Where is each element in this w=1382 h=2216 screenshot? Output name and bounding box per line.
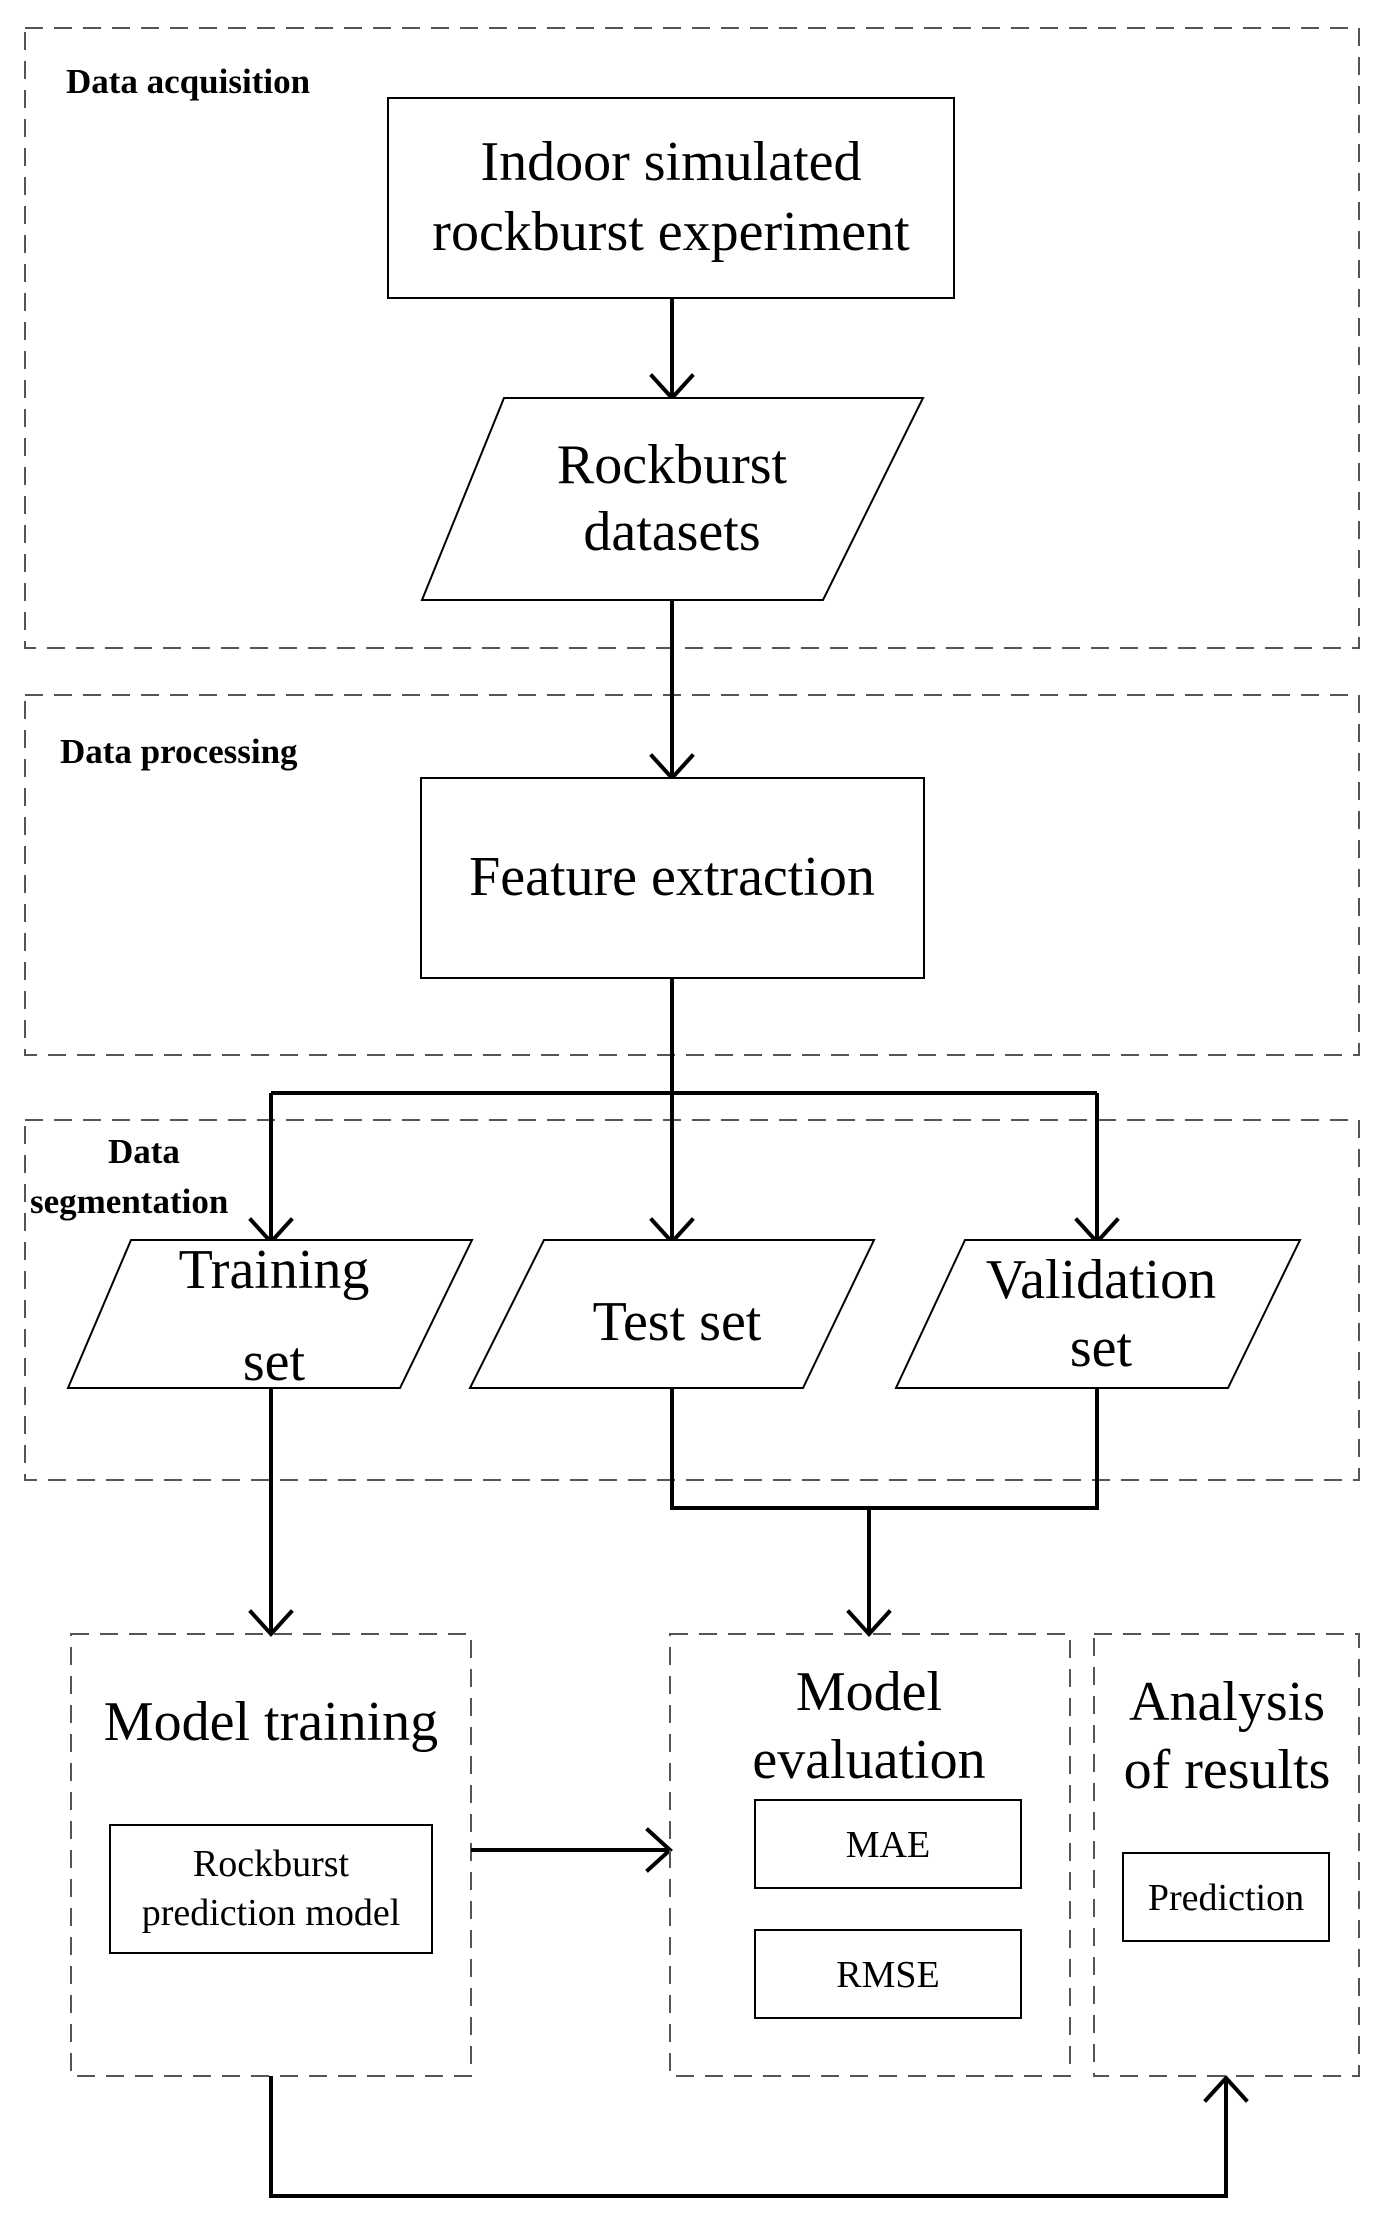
- rockburst-prediction-model-line1: Rockburst: [193, 1843, 350, 1885]
- mae-metric-label: MAE: [846, 1824, 930, 1866]
- analysis-of-results-title-line2: of results: [1124, 1739, 1331, 1801]
- arrow-head-model-evaluation: [846, 1609, 892, 1637]
- training-set-parallelogram: [66, 1239, 474, 1389]
- merge-line-test-validation: [670, 1388, 1099, 1510]
- rockburst-prediction-model-line2: prediction model: [142, 1892, 401, 1934]
- model-training-title: Model training: [104, 1691, 438, 1753]
- rmse-metric-box: [754, 1929, 1022, 2019]
- test-set-parallelogram: [468, 1239, 876, 1389]
- prediction-box: [1122, 1852, 1330, 1942]
- training-set-label-line1: Training: [179, 1239, 370, 1301]
- data-acquisition-title: Data acquisition: [66, 62, 310, 101]
- model-evaluation-title-line1: Model: [796, 1661, 942, 1723]
- arrow-training-to-analysis: [269, 2076, 1228, 2198]
- data-acquisition-panel: [24, 27, 1360, 649]
- data-processing-title: Data processing: [60, 732, 298, 771]
- rockburst-datasets-parallelogram: [420, 397, 925, 601]
- mae-metric-box: [754, 1799, 1022, 1889]
- data-segmentation-title-line1: Data: [108, 1132, 180, 1171]
- analysis-of-results-panel: [1093, 1633, 1360, 2077]
- validation-set-parallelogram: [894, 1239, 1302, 1389]
- indoor-experiment-label-line2: rockburst experiment: [432, 201, 910, 263]
- model-training-panel: [70, 1633, 472, 2077]
- training-set-label-line2: set: [243, 1331, 306, 1393]
- analysis-of-results-title-line1: Analysis: [1129, 1671, 1325, 1733]
- rockburst-prediction-model-box: [109, 1824, 433, 1954]
- rockburst-datasets-label-line2: datasets: [583, 501, 760, 563]
- rmse-metric-label: RMSE: [836, 1954, 939, 1996]
- test-set-label: Test set: [593, 1291, 762, 1353]
- data-segmentation-panel: [24, 1119, 1360, 1481]
- model-evaluation-title-line2: evaluation: [752, 1729, 985, 1791]
- rockburst-datasets-label-line1: Rockburst: [557, 434, 788, 496]
- validation-set-label-line1: Validation: [986, 1249, 1216, 1311]
- arrow-head-analysis: [1203, 2075, 1249, 2103]
- data-segmentation-title-line2: segmentation: [30, 1182, 228, 1221]
- model-evaluation-panel: [669, 1633, 1071, 2077]
- validation-set-label-line2: set: [1070, 1317, 1133, 1379]
- data-processing-panel: [24, 694, 1360, 1056]
- arrow-head-model-training: [248, 1609, 294, 1637]
- prediction-label: Prediction: [1148, 1877, 1304, 1919]
- feature-extraction-label: Feature extraction: [469, 846, 875, 908]
- indoor-experiment-box: [387, 97, 955, 299]
- feature-extraction-box: [420, 777, 925, 979]
- indoor-experiment-label-line1: Indoor simulated: [480, 131, 861, 193]
